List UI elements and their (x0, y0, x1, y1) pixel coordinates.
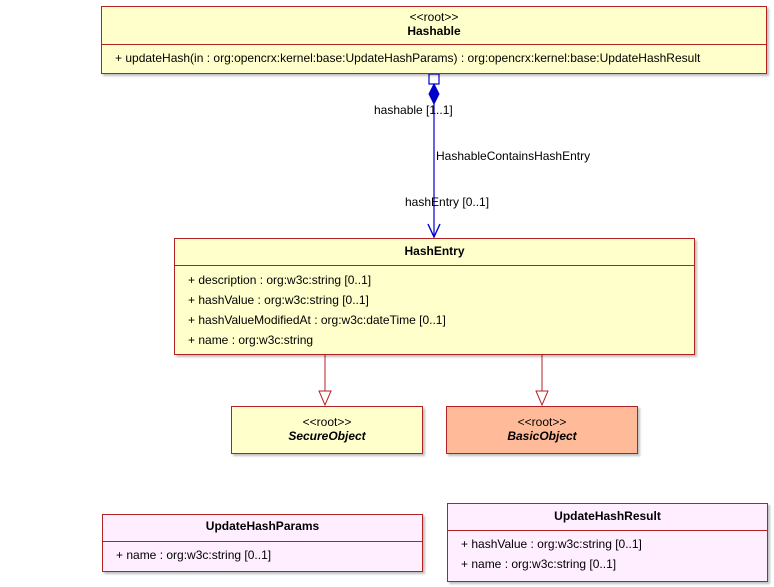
attribute-result-hash-value: + hashValue : org:w3c:string [0..1] (461, 537, 642, 551)
class-secure-object[interactable]: <<root>> SecureObject (231, 406, 423, 454)
class-secure-object-stereotype: <<root>> (302, 415, 352, 429)
association-end-hashable-label: hashable [1..1] (374, 103, 453, 117)
attribute-params-name: + name : org:w3c:string [0..1] (116, 548, 272, 562)
attribute-hash-value-modified-at: + hashValueModifiedAt : org:w3c:dateTime… (188, 313, 446, 327)
class-hashable-name: Hashable (407, 24, 461, 38)
generalization-triangle-secure (318, 390, 332, 407)
association-name-label: HashableContainsHashEntry (436, 149, 591, 163)
class-basic-object-header: <<root>> BasicObject (447, 407, 637, 444)
class-update-hash-result-name: UpdateHashResult (554, 509, 661, 523)
generalization-triangle-basic (535, 390, 549, 407)
association-arrow-head (427, 223, 441, 239)
association-end-hashentry-label: hashEntry [0..1] (405, 195, 490, 209)
class-hashable[interactable]: <<root>> Hashable + updateHash(in : org:… (101, 6, 767, 74)
association-end-square (428, 73, 440, 85)
attribute-result-name: + name : org:w3c:string [0..1] (461, 557, 617, 571)
class-update-hash-result-header: UpdateHashResult (448, 504, 767, 530)
composition-diamond (428, 82, 440, 106)
operation-update-hash: + updateHash(in : org:opencrx:kernel:bas… (115, 51, 701, 65)
class-hashable-stereotype: <<root>> (409, 10, 459, 24)
class-update-hash-result[interactable]: UpdateHashResult + hashValue : org:w3c:s… (447, 503, 768, 582)
class-hash-entry[interactable]: HashEntry + description : org:w3c:string… (174, 238, 695, 355)
class-update-hash-result-attributes: + hashValue : org:w3c:string [0..1] + na… (448, 530, 767, 574)
class-hash-entry-attributes: + description : org:w3c:string [0..1] + … (175, 265, 694, 350)
attribute-hash-value: + hashValue : org:w3c:string [0..1] (188, 293, 369, 307)
class-hashable-header: <<root>> Hashable (102, 7, 766, 44)
class-basic-object[interactable]: <<root>> BasicObject (446, 406, 638, 454)
class-hash-entry-name: HashEntry (404, 244, 465, 258)
class-hash-entry-header: HashEntry (175, 239, 694, 265)
attribute-description: + description : org:w3c:string [0..1] (188, 273, 372, 287)
class-update-hash-params-attributes: + name : org:w3c:string [0..1] (103, 541, 422, 565)
class-secure-object-header: <<root>> SecureObject (232, 407, 422, 444)
class-hashable-operations: + updateHash(in : org:opencrx:kernel:bas… (102, 44, 766, 68)
class-update-hash-params[interactable]: UpdateHashParams + name : org:w3c:string… (102, 514, 423, 572)
class-update-hash-params-header: UpdateHashParams (103, 515, 422, 541)
class-secure-object-name: SecureObject (288, 429, 366, 443)
attribute-name: + name : org:w3c:string (188, 333, 314, 347)
class-update-hash-params-name: UpdateHashParams (205, 519, 320, 533)
class-basic-object-stereotype: <<root>> (517, 415, 567, 429)
class-basic-object-name: BasicObject (507, 429, 577, 443)
